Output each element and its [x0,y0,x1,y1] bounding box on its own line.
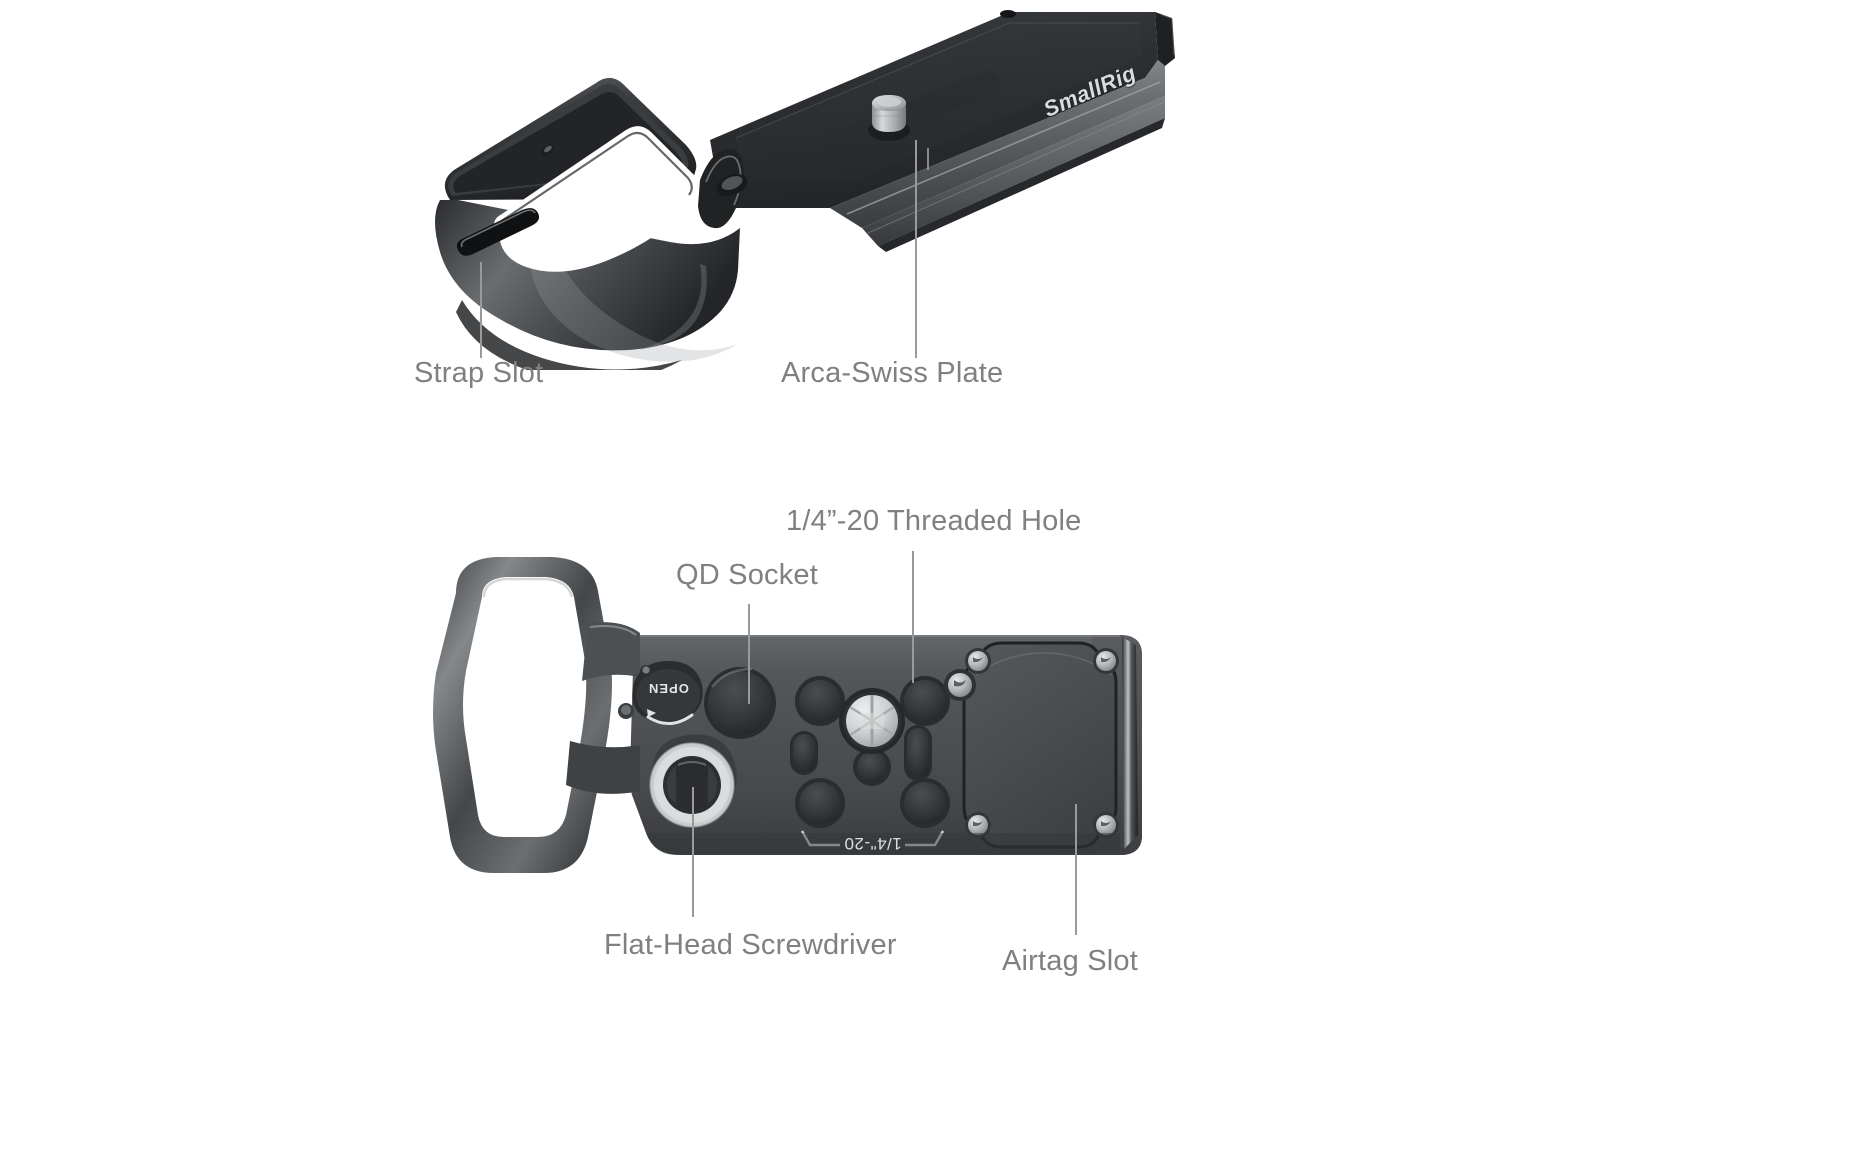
release-latch [618,661,703,725]
strap-slot-feature [456,208,540,256]
callout-threaded-hole: 1/4”-20 Threaded Hole [786,505,1082,537]
leader-strap-slot [480,262,482,358]
callout-qd-socket: QD Socket [676,559,819,591]
leader-flat-head-screwdriver [692,787,694,917]
airtag-slot-cover [962,641,1119,849]
baseplate-bottom-view-figure: OPEN 1/4"-20 [420,535,1180,885]
grip-ring [433,557,640,873]
airtag-cover-screws [965,648,1119,838]
leader-airtag-slot [1075,804,1077,935]
callout-strap-slot: Strap Slot [414,357,544,389]
leader-qd-socket [748,604,750,704]
callout-airtag-slot: Airtag Slot [1002,945,1138,977]
callout-flat-head-screwdriver: Flat-Head Screwdriver [604,929,897,961]
side-screw [944,669,976,701]
anti-twist-slots [790,725,932,781]
qd-socket-hole [704,667,776,739]
mount-screw [868,95,910,141]
quarter-twenty-center-hole [839,688,905,754]
leader-threaded-hole [912,551,914,683]
leader-arca-swiss-plate [915,140,917,358]
flat-head-screwdriver-tool [649,734,737,828]
baseplate-top-perspective-figure: SmallRig [400,0,1190,383]
callout-arca-swiss-plate: Arca-Swiss Plate [781,357,1004,389]
mounting-holes [795,676,950,828]
